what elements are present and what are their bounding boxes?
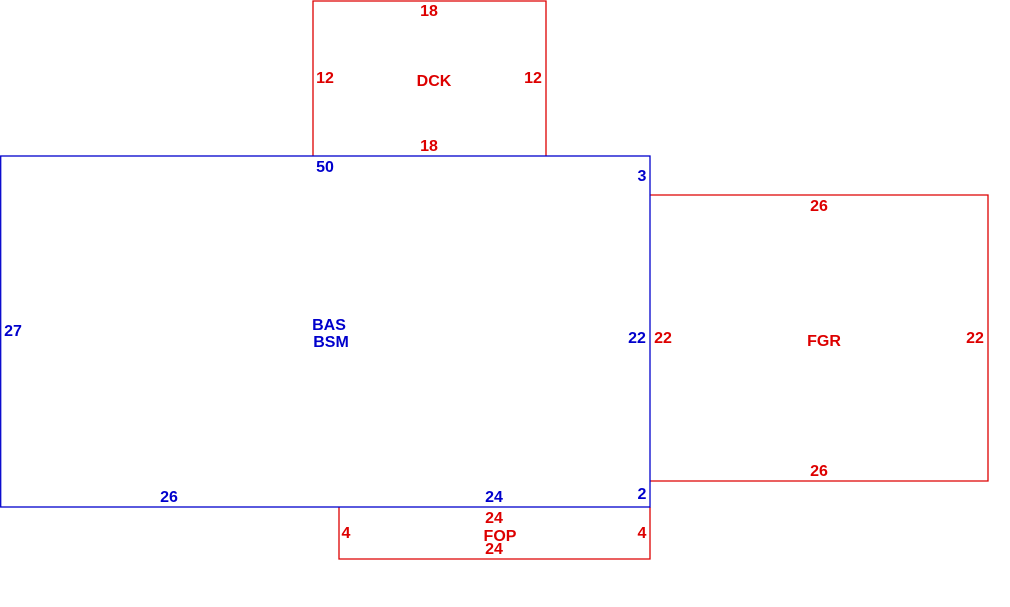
deck-outline — [312, 0, 547, 156]
deck-area-code: DCK — [417, 73, 452, 90]
main-bottom-right-dimension: 24 — [485, 489, 503, 506]
garage-outline — [650, 194, 989, 482]
deck-left-dimension: 12 — [316, 70, 334, 87]
porch-right-dimension: 4 — [638, 525, 647, 542]
garage-top-dimension: 26 — [810, 198, 828, 215]
deck-bottom-dimension: 18 — [420, 138, 438, 155]
main-right-bottom-dimension: 2 — [638, 486, 647, 503]
main-bottom-left-dimension: 26 — [160, 489, 178, 506]
porch-area-code: FOP — [484, 528, 517, 545]
main-right-top-dimension: 3 — [638, 168, 647, 185]
porch-bottom-dimension: 24 — [485, 541, 503, 558]
garage-area-code: FGR — [807, 333, 841, 350]
garage-right-dimension: 22 — [966, 330, 984, 347]
main-left-dimension: 27 — [4, 323, 22, 340]
porch-left-dimension: 4 — [342, 525, 351, 542]
garage-bottom-dimension: 26 — [810, 463, 828, 480]
main-top-dimension: 50 — [316, 159, 334, 176]
porch-outline — [338, 507, 651, 560]
main-area-code-1: BAS — [312, 317, 346, 334]
main-right-dimension: 22 — [628, 330, 646, 347]
main-area-outline — [0, 155, 651, 508]
porch-top-dimension: 24 — [485, 510, 503, 527]
deck-right-dimension: 12 — [524, 70, 542, 87]
deck-top-dimension: 18 — [420, 3, 438, 20]
main-area-code-2: BSM — [313, 334, 349, 351]
garage-left-dimension: 22 — [654, 330, 672, 347]
